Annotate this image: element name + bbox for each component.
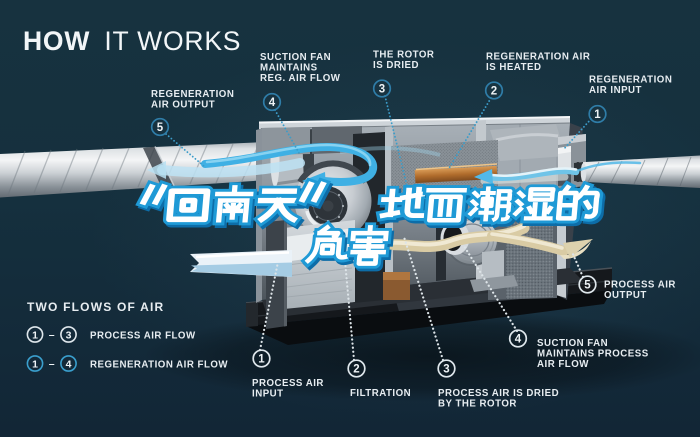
svg-text:2: 2 [491, 86, 497, 98]
svg-text:PROCESS AIR FLOW: PROCESS AIR FLOW [90, 330, 196, 341]
svg-text:AIR FLOW: AIR FLOW [537, 359, 589, 370]
svg-text:TWO FLOWS OF AIR: TWO FLOWS OF AIR [27, 300, 164, 314]
svg-text:–: – [49, 358, 55, 370]
svg-text:IS DRIED: IS DRIED [373, 60, 419, 71]
svg-text:INPUT: INPUT [252, 389, 284, 400]
svg-text:OUTPUT: OUTPUT [604, 290, 647, 301]
svg-text:SUCTION FAN: SUCTION FAN [537, 338, 608, 349]
svg-text:4: 4 [66, 358, 72, 370]
svg-text:REGENERATION: REGENERATION [589, 75, 672, 86]
svg-text:REGENERATION: REGENERATION [151, 89, 234, 100]
svg-text:PROCESS AIR IS DRIED: PROCESS AIR IS DRIED [438, 388, 559, 399]
svg-text:AIR OUTPUT: AIR OUTPUT [151, 100, 215, 111]
svg-text:PROCESS AIR: PROCESS AIR [604, 280, 676, 291]
svg-text:5: 5 [157, 122, 164, 134]
svg-text:MAINTAINS: MAINTAINS [260, 63, 318, 74]
svg-text:1: 1 [258, 354, 265, 366]
svg-text:3: 3 [379, 84, 385, 96]
svg-text:5: 5 [584, 280, 591, 292]
svg-text:BY THE ROTOR: BY THE ROTOR [438, 399, 517, 410]
svg-text:THE ROTOR: THE ROTOR [373, 50, 434, 61]
svg-text:–: – [49, 329, 55, 341]
svg-text:1: 1 [32, 329, 38, 341]
svg-text:1: 1 [32, 358, 38, 370]
svg-text:4: 4 [515, 334, 522, 346]
svg-text:REGENERATION AIR FLOW: REGENERATION AIR FLOW [90, 359, 228, 370]
svg-text:IS HEATED: IS HEATED [486, 62, 541, 73]
svg-text:SUCTION FAN: SUCTION FAN [260, 52, 331, 63]
svg-text:FILTRATION: FILTRATION [350, 388, 411, 399]
svg-text:MAINTAINS PROCESS: MAINTAINS PROCESS [537, 349, 649, 360]
svg-text:AIR INPUT: AIR INPUT [589, 85, 642, 96]
svg-text:1: 1 [594, 109, 601, 121]
svg-text:PROCESS AIR: PROCESS AIR [252, 378, 324, 389]
svg-text:3: 3 [66, 329, 72, 341]
svg-text:4: 4 [269, 97, 276, 109]
svg-text:REGENERATION AIR: REGENERATION AIR [486, 52, 590, 63]
svg-text:HOW IT WORKS: HOW IT WORKS [23, 26, 241, 56]
svg-text:REG. AIR FLOW: REG. AIR FLOW [260, 73, 341, 84]
svg-text:3: 3 [443, 364, 449, 376]
svg-text:2: 2 [353, 364, 359, 376]
